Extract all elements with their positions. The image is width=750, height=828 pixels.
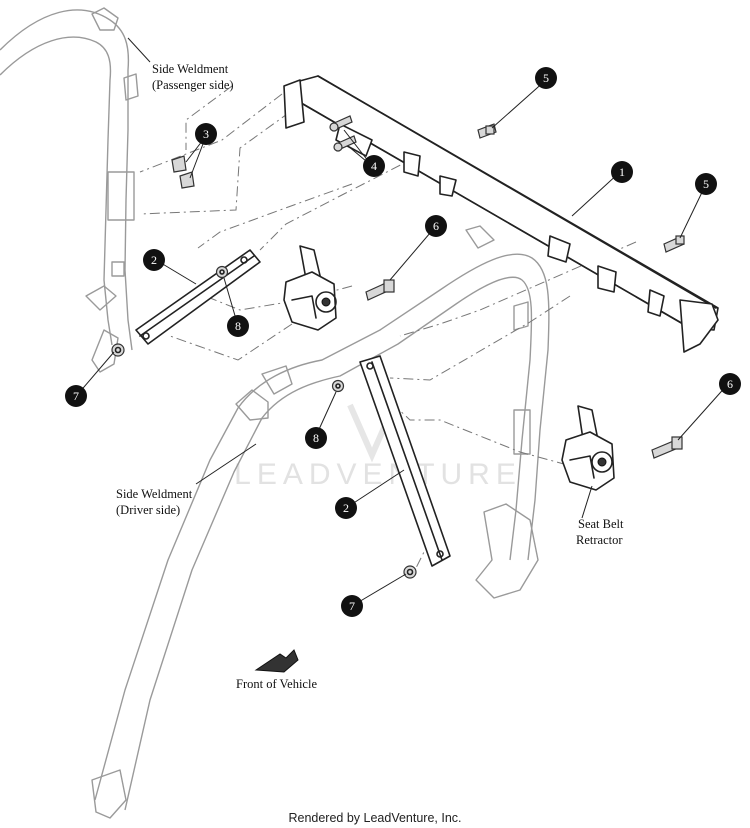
callout-4: 4 xyxy=(363,155,385,177)
svg-text:6: 6 xyxy=(433,219,439,233)
callout-6-lower: 6 xyxy=(719,373,741,395)
nuts-7 xyxy=(111,343,417,579)
svg-text:2: 2 xyxy=(343,501,349,515)
bolts-5 xyxy=(477,123,685,253)
svg-text:8: 8 xyxy=(313,431,319,445)
svg-text:8: 8 xyxy=(235,319,241,333)
svg-text:2: 2 xyxy=(151,253,157,267)
seat-belt-retractor-lower xyxy=(561,405,615,491)
svg-text:5: 5 xyxy=(543,71,549,85)
watermark: LEADVENTURE xyxy=(234,458,522,491)
callout-2-upper: 2 xyxy=(143,249,165,271)
callout-8-upper: 8 xyxy=(227,315,249,337)
svg-text:1: 1 xyxy=(619,165,625,179)
label-driver-weldment-line1: Side Weldment xyxy=(116,487,193,501)
callout-5-top: 5 xyxy=(535,67,557,89)
nuts-8 xyxy=(215,265,345,393)
label-front-of-vehicle: Front of Vehicle xyxy=(236,677,317,691)
callout-7-lower: 7 xyxy=(341,595,363,617)
mount-bracket-lower xyxy=(359,355,451,567)
front-arrow-icon xyxy=(254,649,299,673)
seat-belt-retractor-upper xyxy=(283,245,337,331)
label-passenger-weldment-line1: Side Weldment xyxy=(152,62,229,76)
svg-text:7: 7 xyxy=(349,599,355,613)
callout-1: 1 xyxy=(611,161,633,183)
label-driver-weldment-line2: (Driver side) xyxy=(116,503,180,517)
driver-side-weldment xyxy=(91,225,550,819)
callout-2-lower: 2 xyxy=(335,497,357,519)
label-retractor-line2: Retractor xyxy=(576,533,623,547)
mount-bracket-upper xyxy=(135,249,261,345)
svg-text:5: 5 xyxy=(703,177,709,191)
svg-text:3: 3 xyxy=(203,127,209,141)
svg-text:4: 4 xyxy=(371,159,377,173)
callout-6-upper: 6 xyxy=(425,215,447,237)
svg-text:6: 6 xyxy=(727,377,733,391)
cross-bar xyxy=(283,75,719,353)
callout-7-upper: 7 xyxy=(65,385,87,407)
bolts-6 xyxy=(365,279,683,459)
callout-5-right: 5 xyxy=(695,173,717,195)
nut-clips xyxy=(171,155,195,189)
callout-3: 3 xyxy=(195,123,217,145)
passenger-side-weldment xyxy=(0,7,139,373)
svg-text:7: 7 xyxy=(73,389,79,403)
callout-8-lower: 8 xyxy=(305,427,327,449)
label-passenger-weldment-line2: (Passenger side) xyxy=(152,78,234,92)
credit-line: Rendered by LeadVenture, Inc. xyxy=(288,811,461,825)
assembly-lines xyxy=(139,85,637,569)
label-retractor-line1: Seat Belt xyxy=(578,517,624,531)
